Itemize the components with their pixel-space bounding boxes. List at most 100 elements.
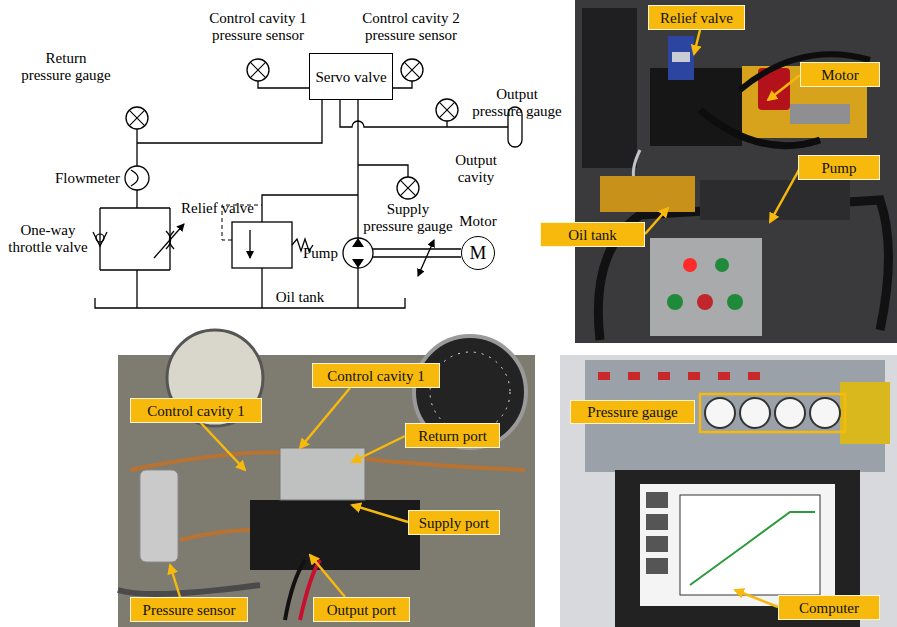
node-text: Pump [821,159,856,177]
hydraulic-line [136,129,137,166]
push-button [727,294,743,310]
callout-box: Return port [405,423,500,448]
gauge-cross [250,62,266,78]
gauge-cross [129,110,145,126]
wire [285,560,305,620]
leader-line [770,168,800,222]
frame-tube [598,200,888,340]
part-label: Control cavity 2 pressure sensor [351,10,471,44]
leader-line [352,505,408,522]
hydraulic-line [99,208,100,270]
tank-top [600,176,695,212]
indicator [628,372,640,380]
node-text: Servo valve [315,68,386,86]
part-label: Output cavity [446,152,506,186]
node-text: Return port [418,427,487,445]
app-icon [646,536,668,552]
leader-line [352,436,405,462]
pressure-sensor-body [140,470,178,562]
part-label: Supply pressure gauge [362,201,454,235]
part-label: Pump [303,245,338,262]
indicator [748,372,760,380]
part-label: Motor [459,213,497,230]
servo-valve-body [280,448,365,500]
hydraulic-line [136,190,137,208]
gauge-symbol [247,59,269,81]
hydraulic-line [262,195,358,222]
valve-plate [672,52,690,62]
callout-box: Pressure sensor [130,597,248,622]
gauge-dial [414,336,526,448]
part-label: Return pressure gauge [20,50,112,84]
leader-line [170,565,180,597]
node-text: Pressure sensor [143,601,236,619]
indicator [688,372,700,380]
app-icon [646,514,668,530]
indicator [598,372,610,380]
node-text: Control cavity 1 [327,367,425,385]
hydraulic-schematic [93,59,522,308]
gauge-symbol [397,177,419,199]
gauge-dial [740,398,770,428]
part-label: One-way throttle valve [6,222,91,256]
node-text: Output port [327,601,397,619]
relief-valve-symbol [232,222,292,268]
node-text: Oil tank [568,226,617,244]
hydraulic-line [392,81,412,88]
photo-computer [560,355,897,627]
push-button [667,294,683,310]
photo-ground [560,355,897,627]
part-label: Control cavity 1 pressure sensor [198,10,318,44]
node-text: Motor [821,66,859,84]
gauge-dial [705,398,735,428]
node-text: Pressure gauge [587,403,677,421]
callout-box: Pressure gauge [570,400,695,424]
motor-symbol: M [461,236,495,270]
leader-line [300,388,350,448]
gauge-dial [810,398,840,428]
callout-box: Motor [800,62,880,87]
gauge-dial [775,398,805,428]
node-text: Computer [799,599,859,617]
laptop [615,470,860,627]
hose [700,110,820,146]
pump-triangle [352,259,364,268]
leader-line [694,30,700,54]
hydraulic-line [261,268,262,308]
hydraulic-line [93,232,107,246]
gauge-scale [430,352,510,432]
gauge-symbol [436,99,458,121]
instrument-panel [585,360,885,472]
hydraulic-line [373,248,461,249]
app-icon [646,492,668,508]
hydraulic-line [358,165,408,177]
indicator [718,372,730,380]
hydraulic-line [100,269,170,270]
callout-box: Oil tank [540,222,645,247]
rotation-arrow [418,240,434,276]
node-text: Relief valve [660,9,733,27]
hydraulic-line [137,100,322,143]
indicator-light [683,258,697,272]
leader-line [645,208,668,234]
hydraulic-line [446,121,447,127]
chart-curve [690,512,815,585]
leader-lines [170,30,800,607]
servo-valve-box: Servo valve [309,53,393,100]
cable [118,585,260,594]
frame-panel [582,8,637,168]
adjust-arrow [154,224,184,258]
callout-box: Relief valve [648,5,745,30]
flowmeter-symbol [125,166,149,190]
flow-arrow [249,230,250,258]
photo-test-rig [575,0,897,343]
hydraulic-line [131,170,138,186]
laptop-screen [640,484,835,606]
callout-box: Control cavity 1 [130,398,262,423]
photo-servo-valve [118,330,535,627]
part-label: Flowmeter [55,170,120,187]
leader-line [310,555,345,597]
gauge-cross [439,102,455,118]
hydraulic-line [258,81,309,88]
